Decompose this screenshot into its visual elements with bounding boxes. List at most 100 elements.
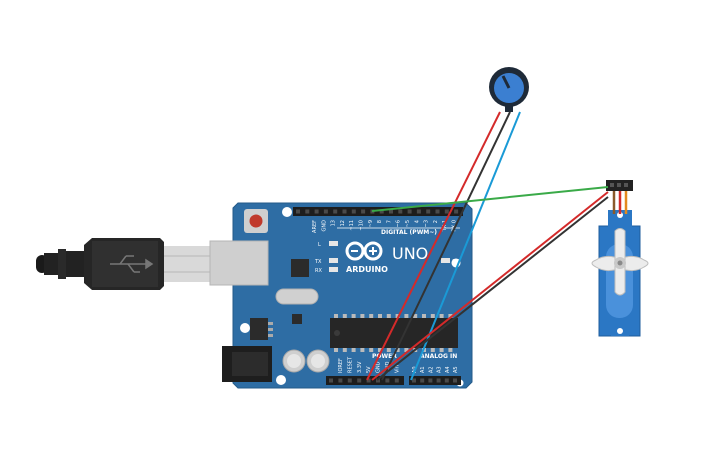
pin-label: 4 [414,220,420,223]
header-pin-hole[interactable] [357,378,362,383]
pin-label: GND [321,220,327,232]
pin-label: RESET [347,356,353,373]
usb-cable[interactable] [36,238,210,290]
chip-pin [439,348,444,352]
header-pin-hole[interactable] [426,209,431,214]
mounting-hole [240,323,250,333]
header-pin-hole[interactable] [342,209,347,214]
pin-label: A2 [428,366,434,373]
header-pin-hole[interactable] [333,209,338,214]
chip-pin [386,314,391,318]
chip-pin [430,314,435,318]
led-on [441,258,450,263]
voltage-regulator [250,318,268,340]
chip-pin [439,314,444,318]
header-pin-hole[interactable] [389,209,393,214]
pin-label: ~3 [424,220,430,227]
header-pin-hole[interactable] [412,378,416,383]
pin-label: A5 [453,366,459,373]
header-pin-hole[interactable] [407,209,412,214]
header-pin-hole[interactable] [329,378,333,383]
pin-label: A4 [445,366,451,373]
pin-label: ~9 [368,220,374,227]
digital-header-label: DIGITAL (PWM~) [381,229,437,236]
header-pin-hole[interactable] [347,378,352,383]
usb-connector-metal [164,246,210,282]
header-pin-hole[interactable] [376,378,380,383]
wire-pot-gnd [381,111,511,381]
chip-pin [360,314,365,318]
led-tx-label: TX [314,259,322,265]
header-pin-hole[interactable] [436,378,441,383]
header-pin-hole[interactable] [379,209,384,214]
chip-pin [360,348,365,352]
mounting-hole [276,375,286,385]
pin-label: GND [376,361,382,373]
header-pin-hole[interactable] [453,378,457,383]
header-pin-hole[interactable] [394,378,399,383]
pin-label: 5V [366,366,372,373]
chip-pin [395,348,400,352]
header-pin-hole[interactable] [435,209,440,214]
header-pin-hole[interactable] [314,209,319,214]
atmega-chip [330,318,458,348]
power-header[interactable] [326,376,404,385]
header-pin-hole[interactable] [398,209,403,214]
header-pin-hole[interactable] [428,378,433,383]
brand-label: ARDUINO [346,265,388,274]
chip-pin [369,314,374,318]
led-l-label: L [318,242,321,248]
pin-label: ~5 [405,220,411,227]
power-header-label: POWER [372,353,397,360]
dc-power-jack [222,346,272,382]
model-label: UNO [392,244,428,263]
reset-button[interactable] [244,209,268,233]
pin-label: 2 [433,220,439,223]
pin-label: ~6 [396,220,402,227]
usb-chip [291,259,309,277]
digital-header[interactable] [293,207,463,216]
chip-pin [448,348,453,352]
header-pin-hole[interactable] [323,209,328,214]
header-pin-hole[interactable] [420,378,425,383]
usb-b-port [209,240,269,286]
header-pin-hole[interactable] [444,378,449,383]
chip-pin [334,314,338,318]
header-pin-hole[interactable] [296,209,300,214]
chip-pin [422,314,426,318]
analog-header[interactable] [409,376,461,385]
header-pin-hole[interactable] [366,378,371,383]
analog-header-label: ANALOG IN [420,353,457,360]
potentiometer[interactable] [489,67,529,112]
chip-pin [378,348,382,352]
header-pin-hole[interactable] [416,209,421,214]
arduino-logo: ARDUINO UNO [345,241,428,274]
servo-motor[interactable] [591,180,649,337]
header-pin-hole[interactable] [351,209,356,214]
pin-label: Vin [394,365,400,373]
pin-label: 13 [331,220,337,226]
header-pin-hole[interactable] [361,209,366,214]
chip-pin [334,348,338,352]
wire-servo-5v [371,191,609,381]
pin-label: AREF [312,220,318,233]
chip-pin [342,348,347,352]
pin-label: A3 [437,366,443,373]
header-pin-hole[interactable] [454,209,459,214]
servo-horn[interactable] [591,228,649,296]
chip-pin [378,314,382,318]
arduino-uno-board[interactable]: L TX RX ON ARDUINO UNO [209,202,473,389]
header-pin-hole[interactable] [305,209,310,214]
chip-pin [351,314,356,318]
led-l [329,241,338,246]
header-pin-hole[interactable] [444,209,449,214]
chip-pin [369,348,374,352]
chip-pin [404,314,409,318]
pin-label: ~11 [349,220,355,231]
pin-label: 12 [340,220,346,226]
header-pin-hole[interactable] [338,378,343,383]
header-pin-hole[interactable] [385,378,390,383]
wires[interactable] [366,111,609,381]
